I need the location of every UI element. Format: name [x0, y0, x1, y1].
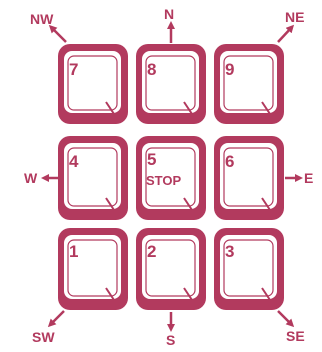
- direction-n-label: N: [164, 6, 174, 22]
- direction-sw-label: SW: [32, 329, 55, 345]
- key-4[interactable]: 4: [58, 136, 128, 220]
- key-5[interactable]: 5 STOP: [136, 136, 206, 220]
- key-6[interactable]: 6: [214, 136, 284, 220]
- key-2-label: 2: [147, 242, 156, 261]
- arrow-se-icon: [278, 311, 292, 325]
- arrow-ne-icon: [278, 27, 292, 42]
- key-8[interactable]: 8: [136, 44, 206, 124]
- direction-se-label: SE: [286, 328, 305, 344]
- arrow-nw-icon: [51, 27, 66, 42]
- key-3[interactable]: 3: [214, 228, 284, 310]
- key-1[interactable]: 1: [58, 228, 128, 310]
- key-5-label: 5: [147, 150, 156, 169]
- direction-nw-label: NW: [30, 11, 54, 27]
- key-3-label: 3: [225, 242, 234, 261]
- key-6-label: 6: [225, 152, 234, 171]
- key-1-label: 1: [69, 242, 78, 261]
- key-7-label: 7: [69, 60, 78, 79]
- key-5-sublabel: STOP: [146, 173, 181, 188]
- arrow-sw-icon: [50, 311, 64, 325]
- key-4-label: 4: [69, 152, 79, 171]
- direction-w-label: W: [24, 170, 38, 186]
- key-7[interactable]: 7: [58, 44, 128, 124]
- key-9-label: 9: [225, 60, 234, 79]
- key-9[interactable]: 9: [214, 44, 284, 124]
- key-8-label: 8: [147, 60, 156, 79]
- direction-e-label: E: [304, 170, 313, 186]
- direction-s-label: S: [166, 332, 175, 348]
- direction-ne-label: NE: [285, 9, 304, 25]
- key-2[interactable]: 2: [136, 228, 206, 310]
